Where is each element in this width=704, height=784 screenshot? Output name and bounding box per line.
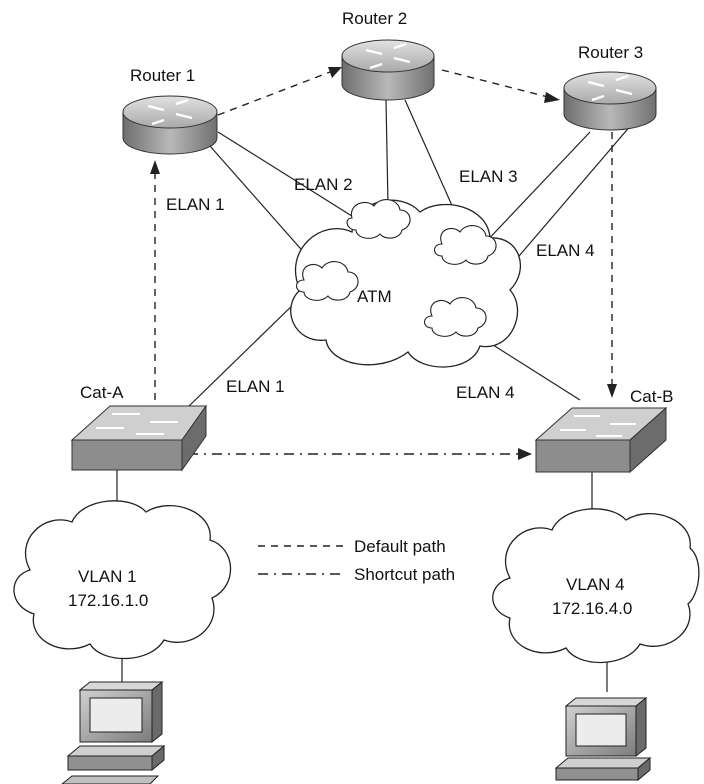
router-3-label: Router 3 (578, 43, 643, 62)
router-1[interactable] (122, 95, 218, 155)
cat-a-label: Cat-A (80, 383, 124, 402)
atm-switch-cloud-top (346, 199, 411, 239)
legend: Default path Shortcut path (258, 537, 455, 584)
legend-default-path-label: Default path (354, 537, 446, 556)
router-arrows-icon (365, 42, 411, 70)
link-router3-atm-elan3 (481, 131, 591, 247)
switch-arrows-icon (96, 413, 178, 435)
cat-b-label: Cat-B (630, 387, 673, 406)
vlan1-cloud: VLAN 1 172.16.1.0 (13, 500, 232, 660)
link-router1-atm-elan2 (217, 131, 356, 219)
shortcut-path (188, 448, 532, 460)
atm-label: ATM (357, 287, 392, 306)
default-path-router2-router3 (441, 69, 549, 98)
router-2-label: Router 2 (342, 9, 407, 28)
router-3[interactable] (563, 71, 657, 131)
router-arrows-icon (587, 74, 633, 102)
atm-cloud: ATM (290, 199, 521, 368)
link-router2-atm (385, 99, 389, 206)
router-1-label: Router 1 (130, 66, 195, 85)
pc-screen (575, 713, 627, 747)
router-2[interactable] (341, 39, 435, 101)
default-path-router1-router2 (217, 71, 331, 116)
arrowhead-up (150, 160, 160, 174)
legend-shortcut-path-label: Shortcut path (354, 565, 455, 584)
atm-switch-cloud-right (433, 225, 497, 265)
elan1-router-label: ELAN 1 (166, 195, 225, 214)
switch-cat-b[interactable] (534, 406, 668, 474)
pc-screen (89, 697, 143, 733)
elan4-switch-label: ELAN 4 (456, 383, 515, 402)
vlan4-name: VLAN 4 (566, 575, 625, 594)
switch-cat-a[interactable] (70, 404, 207, 472)
keyboard (61, 775, 160, 784)
default-path (150, 67, 617, 400)
elan4-router-label: ELAN 4 (536, 241, 595, 260)
elan1-switch-label: ELAN 1 (226, 377, 285, 396)
vlan4-cloud: VLAN 4 172.16.4.0 (492, 508, 700, 664)
link-cata-atm (187, 297, 301, 408)
link-catb-atm (481, 337, 581, 401)
arrowhead-right-up (328, 67, 342, 78)
arrowhead-right (518, 448, 532, 460)
atm-switch-cloud-bottom (423, 297, 487, 337)
arrowhead-down (607, 384, 617, 398)
vlan4-subnet: 172.16.4.0 (552, 599, 632, 618)
elan2-label: ELAN 2 (294, 175, 353, 194)
pc-icon[interactable] (554, 696, 652, 782)
link-router1-atm-elan1 (209, 145, 316, 266)
vlan1-subnet: 172.16.1.0 (68, 591, 148, 610)
switch-arrows-icon (560, 415, 636, 437)
elan3-label: ELAN 3 (459, 167, 518, 186)
elan-links (116, 99, 633, 692)
pc-icon[interactable] (61, 680, 166, 784)
router-arrows-icon (147, 98, 193, 126)
vlan1-name: VLAN 1 (78, 567, 137, 586)
atm-switch-cloud-left (295, 261, 359, 301)
arrowhead-right-down (544, 92, 560, 103)
